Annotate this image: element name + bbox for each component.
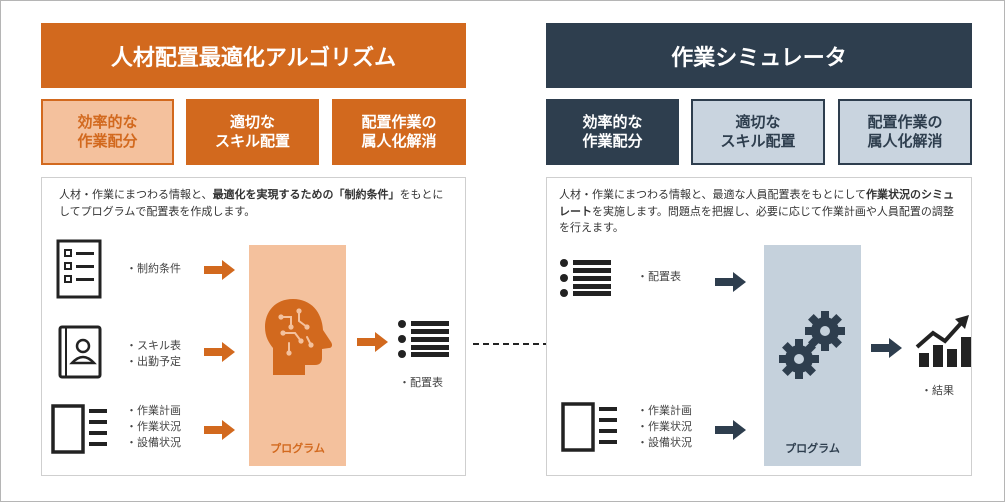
arrow-right-icon — [204, 420, 235, 440]
right-description: 人材・作業にまつわる情報と、最適な人員配置表をもとにして作業状況のシミュレートを… — [559, 187, 961, 237]
left-pill-text-2: 適切な スキル配置 — [214, 112, 290, 151]
left-desc-post: をもとにしてプログラムで配置表を作成します。 — [59, 188, 444, 218]
right-title-text: 作業シミュレータ — [671, 45, 847, 71]
growth-chart-icon — [915, 315, 971, 367]
right-desc-bold: 作業状況のシミュレート — [559, 188, 955, 218]
profile-card-icon — [58, 325, 102, 379]
right-panel — [546, 177, 972, 476]
right-input-label-placement: ・配置表 — [637, 270, 681, 283]
right-desc-post: を実施します。問題点を把握し、必要に応じて作業計画や人員配置の調整を行えます。 — [559, 204, 954, 235]
right-pill-skill-placement: 適切な スキル配置 — [691, 99, 825, 165]
left-input-label-work: ・作業計画 ・作業状況 ・設備状況 — [126, 404, 181, 449]
arrow-right-icon — [357, 332, 388, 352]
document-list-icon — [561, 402, 617, 452]
right-pill-text-1: 効率的な 作業配分 — [582, 112, 643, 151]
list-icon — [560, 259, 611, 297]
left-pill-skill-placement: 適切な スキル配置 — [186, 99, 319, 165]
left-desc-bold: 最適化を実現するための「制約条件」 — [212, 188, 400, 201]
gears-icon — [779, 311, 845, 379]
right-program-label: プログラム — [785, 442, 840, 455]
right-desc-pre: 人材・作業にまつわる情報と、最適な人員配置表をもとにして — [559, 188, 867, 201]
right-title: 作業シミュレータ — [546, 23, 972, 88]
right-input-label-work: ・作業計画 ・作業状況 ・設備状況 — [637, 404, 692, 449]
left-pill-efficient-allocation: 効率的な 作業配分 — [41, 99, 174, 165]
arrow-right-icon — [871, 338, 902, 358]
list-icon — [398, 320, 449, 358]
right-pill-text-2: 適切な スキル配置 — [720, 112, 796, 151]
arrow-right-icon — [715, 272, 746, 292]
arrow-right-icon — [204, 260, 235, 280]
left-program-label: プログラム — [270, 442, 325, 455]
right-pill-efficient-allocation: 効率的な 作業配分 — [546, 99, 679, 165]
document-list-icon — [51, 404, 107, 454]
left-desc-pre: 人材・作業にまつわる情報と、 — [59, 188, 213, 201]
left-description: 人材・作業にまつわる情報と、最適化を実現するための「制約条件」をもとにしてプログ… — [59, 187, 454, 220]
arrow-right-icon — [715, 420, 746, 440]
left-pill-text-3: 配置作業の 属人化解消 — [361, 112, 437, 151]
right-pill-text-3: 配置作業の 属人化解消 — [867, 112, 943, 151]
right-pill-remove-dependency: 配置作業の 属人化解消 — [838, 99, 972, 165]
checklist-icon — [56, 239, 102, 299]
left-title-text: 人材配置最適化アルゴリズム — [110, 45, 397, 71]
left-input-label-constraints: ・制約条件 — [126, 262, 181, 275]
ai-head-icon — [265, 299, 333, 375]
left-input-label-skills: ・スキル表 ・出勤予定 — [126, 339, 181, 368]
left-title: 人材配置最適化アルゴリズム — [41, 23, 466, 88]
left-pill-text-1: 効率的な 作業配分 — [77, 112, 138, 151]
left-output-label: ・配置表 — [399, 376, 443, 389]
left-pill-remove-dependency: 配置作業の 属人化解消 — [332, 99, 466, 165]
arrow-right-icon — [204, 342, 235, 362]
right-output-label: ・結果 — [921, 384, 954, 397]
